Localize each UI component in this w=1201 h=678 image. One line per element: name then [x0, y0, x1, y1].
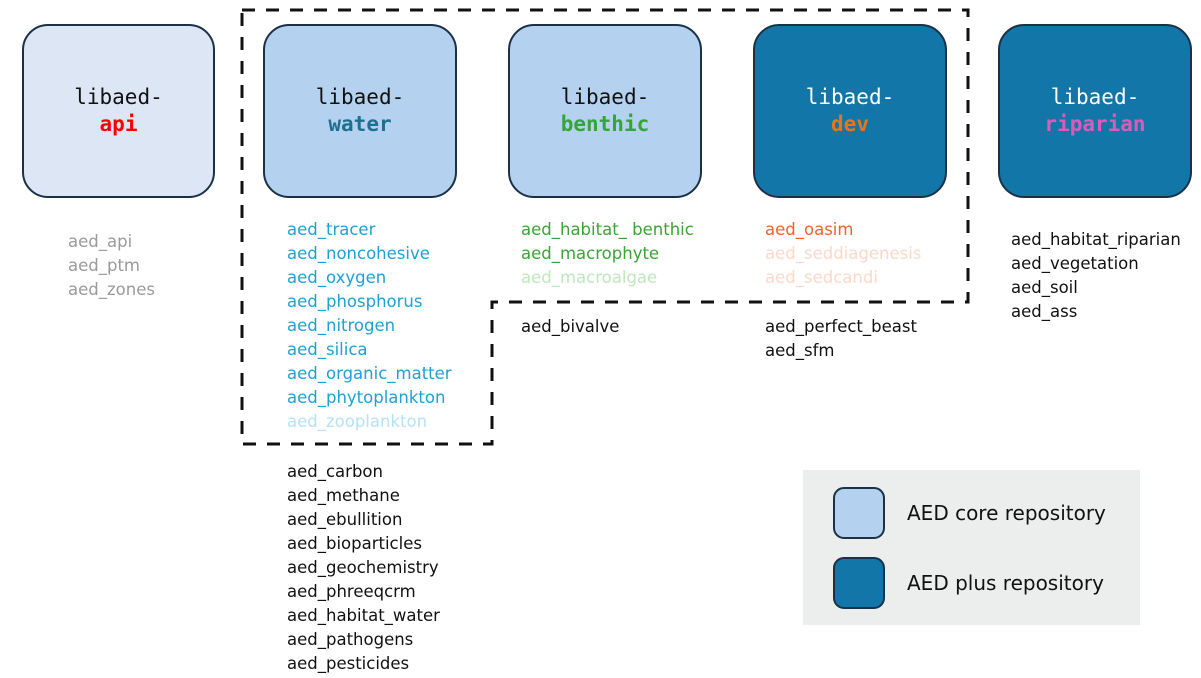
module-item[interactable]: aed_geochemistry	[287, 558, 439, 577]
repo-title-top-api: libaed-	[74, 84, 163, 109]
module-item[interactable]: aed_carbon	[287, 462, 383, 481]
module-item[interactable]: aed_perfect_beast	[765, 317, 917, 336]
module-item[interactable]: aed_macrophyte	[521, 244, 660, 263]
repo-box-water[interactable]: libaed- water	[263, 24, 457, 198]
repo-title-top-dev: libaed-	[805, 84, 895, 109]
module-item[interactable]: aed_pathogens	[287, 630, 414, 649]
module-item[interactable]: aed_habitat_riparian	[1011, 230, 1181, 249]
module-list-riparian: aed_habitat_riparian aed_vegetation aed_…	[1011, 228, 1181, 324]
module-item[interactable]: aed_oasim	[765, 220, 854, 239]
repo-box-benthic[interactable]: libaed- benthic	[508, 24, 702, 198]
module-item[interactable]: aed_sedcandi	[765, 268, 878, 287]
legend-label-core: AED core repository	[907, 500, 1106, 525]
module-item[interactable]: aed_oxygen	[287, 268, 387, 287]
legend-swatch-plus	[833, 556, 885, 609]
module-item[interactable]: aed_bivalve	[521, 317, 620, 336]
repo-title-bottom-dev: dev	[831, 112, 869, 136]
module-item[interactable]: aed_nitrogen	[287, 316, 396, 335]
repo-title-bottom-benthic: benthic	[560, 112, 650, 136]
module-item[interactable]: aed_silica	[287, 340, 368, 359]
module-item[interactable]: aed_noncohesive	[287, 244, 430, 263]
module-list-water-outside: aed_carbon aed_methane aed_ebullition ae…	[287, 460, 440, 676]
module-item[interactable]: aed_macroalgae	[521, 268, 658, 287]
module-item[interactable]: aed_soil	[1011, 278, 1078, 297]
repo-box-dev[interactable]: libaed- dev	[753, 24, 947, 198]
repo-title-top-riparian: libaed-	[1050, 84, 1140, 109]
module-item[interactable]: aed_zones	[68, 280, 155, 299]
module-list-water-inside: aed_tracer aed_noncohesive aed_oxygen ae…	[287, 218, 452, 434]
repo-title-bottom-riparian: riparian	[1044, 112, 1146, 136]
module-item[interactable]: aed_sfm	[765, 341, 835, 360]
legend-swatch-core	[833, 486, 885, 539]
module-list-api: aed_api aed_ptm aed_zones	[68, 230, 155, 302]
module-item[interactable]: aed_zooplankton	[287, 412, 428, 431]
module-item[interactable]: aed_habitat_water	[287, 606, 440, 625]
repo-box-api[interactable]: libaed- api	[22, 24, 215, 198]
module-item[interactable]: aed_phytoplankton	[287, 388, 446, 407]
module-item[interactable]: aed_phosphorus	[287, 292, 423, 311]
module-item[interactable]: aed_ebullition	[287, 510, 403, 529]
module-list-dev-inside: aed_oasim aed_seddiagenesis aed_sedcandi	[765, 218, 921, 290]
module-list-benthic-inside: aed_habitat_ benthic aed_macrophyte aed_…	[521, 218, 694, 290]
module-item[interactable]: aed_phreeqcrm	[287, 582, 416, 601]
repo-title-bottom-water: water	[328, 112, 392, 136]
module-item[interactable]: aed_tracer	[287, 220, 376, 239]
module-item[interactable]: aed_habitat_ benthic	[521, 220, 694, 239]
module-item[interactable]: aed_methane	[287, 486, 400, 505]
legend-panel: AED core repository AED plus repository	[803, 470, 1140, 625]
legend-row-core: AED core repository	[833, 486, 1110, 539]
module-list-benthic-outside: aed_bivalve	[521, 315, 619, 339]
repo-box-riparian[interactable]: libaed- riparian	[998, 24, 1192, 198]
legend-label-plus: AED plus repository	[907, 570, 1104, 595]
repo-title-bottom-api: api	[99, 112, 138, 136]
module-item[interactable]: aed_ptm	[68, 256, 141, 275]
module-item[interactable]: aed_bioparticles	[287, 534, 422, 553]
module-item[interactable]: aed_organic_matter	[287, 364, 452, 383]
module-item[interactable]: aed_pesticides	[287, 654, 410, 673]
repo-title-top-benthic: libaed-	[560, 84, 650, 109]
module-item[interactable]: aed_seddiagenesis	[765, 244, 922, 263]
repo-title-top-water: libaed-	[315, 84, 405, 109]
module-item[interactable]: aed_api	[68, 232, 133, 251]
module-list-dev-outside: aed_perfect_beast aed_sfm	[765, 315, 917, 363]
legend-row-plus: AED plus repository	[833, 556, 1110, 609]
module-item[interactable]: aed_vegetation	[1011, 254, 1139, 273]
module-item[interactable]: aed_ass	[1011, 302, 1078, 321]
